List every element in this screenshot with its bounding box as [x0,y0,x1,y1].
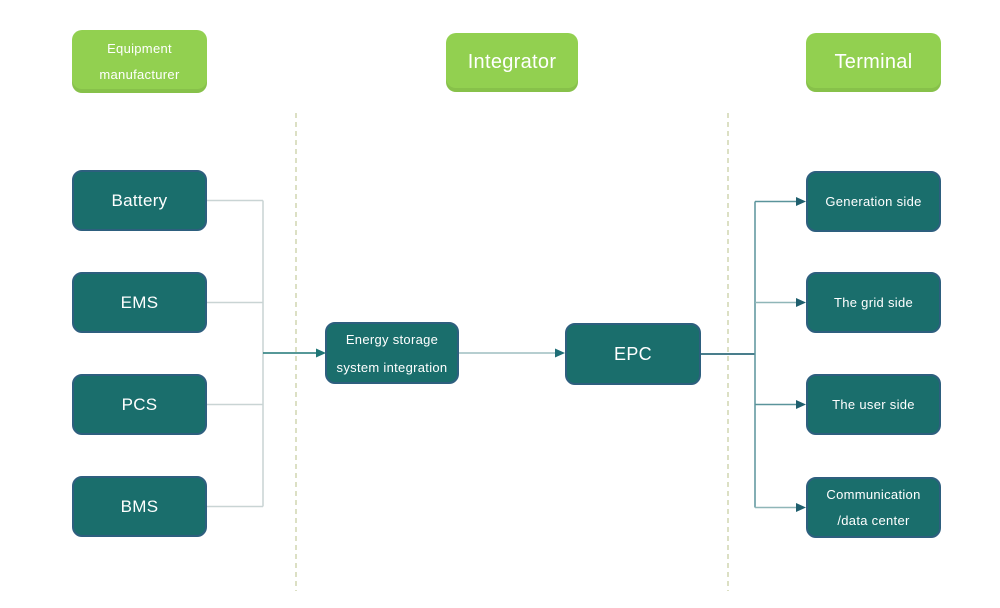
node-communication-line1: Communication [826,487,921,502]
node-user-side: The user side [806,374,941,435]
node-battery-label: Battery [111,190,168,210]
node-grid-side-label: The grid side [833,295,914,310]
node-bms: BMS [72,476,207,537]
arrowhead-epc [555,348,565,358]
node-pcs: PCS [72,374,207,435]
node-communication-data-center: Communication /data center [806,477,941,538]
node-integration-line1: Energy storage [345,331,439,347]
node-generation-side-label: Generation side [825,194,922,209]
node-ems-label: EMS [120,292,159,312]
header-integrator-label: Integrator [467,51,557,73]
node-integration-line2: system integration [336,359,448,375]
node-epc-label: EPC [614,343,652,364]
header-terminal: Terminal [806,33,941,92]
node-ems: EMS [72,272,207,333]
node-generation-side: Generation side [806,171,941,232]
node-epc: EPC [565,323,701,385]
header-equipment-line2: manufacturer [99,67,180,82]
header-integrator: Integrator [446,33,578,92]
node-user-side-label: The user side [832,397,915,412]
arrowhead-grid [796,298,806,307]
connector-equipment-bracket [207,199,264,508]
node-pcs-label: PCS [121,394,158,414]
arrowhead-integration [316,348,326,358]
arrowhead-communication [796,503,806,512]
node-battery: Battery [72,170,207,231]
node-energy-storage-integration: Energy storage system integration [325,322,459,384]
node-communication-line2: /data center [837,513,910,528]
header-terminal-label: Terminal [834,51,913,73]
header-equipment-manufacturer: Equipment manufacturer [72,30,207,93]
header-equipment-line1: Equipment [107,41,172,56]
arrowhead-generation [796,197,806,206]
node-grid-side: The grid side [806,272,941,333]
arrowhead-user [796,400,806,409]
node-bms-label: BMS [120,496,159,516]
